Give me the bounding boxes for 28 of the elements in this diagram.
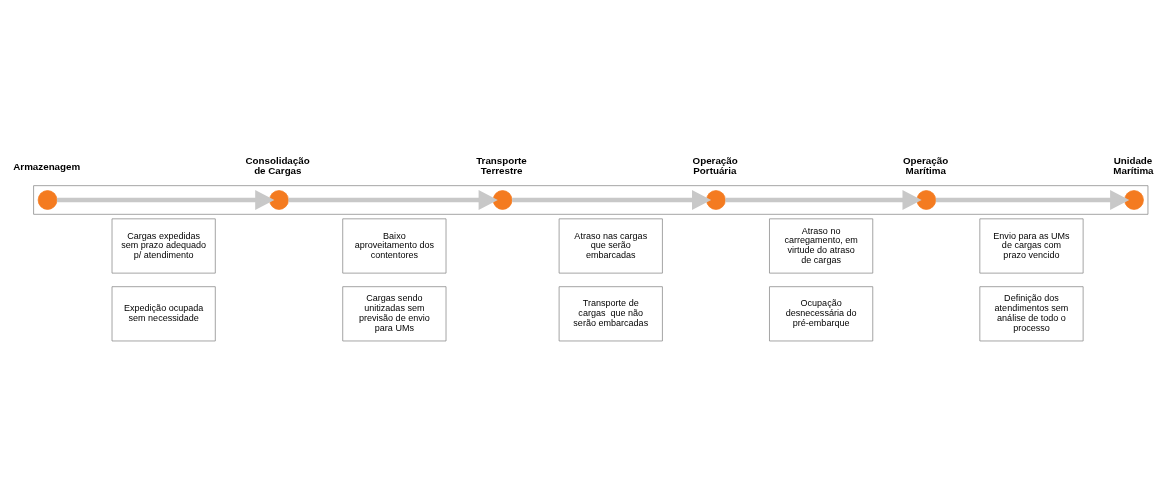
node-box: Ocupação desnecessária do pré-embarque bbox=[769, 286, 874, 342]
node-circle bbox=[916, 190, 937, 210]
arrow bbox=[725, 189, 922, 211]
node-circle bbox=[1124, 190, 1144, 210]
node-box: Definição dos atendimentos sem análise de todo o processo bbox=[979, 286, 1084, 342]
arrow bbox=[57, 189, 275, 211]
node-label: Operação Portuária bbox=[692, 155, 738, 176]
node-box: Transporte de cargas que não serão embarcadas bbox=[558, 286, 663, 342]
node-box: Atraso no carregamento, em virtude do atraso de cargas bbox=[769, 218, 874, 274]
node-box: Atraso nas cargas que serão embarcadas bbox=[558, 218, 663, 274]
node-box: Baixo aproveitamento dos contentores bbox=[342, 218, 447, 274]
node-label: Operação Marítima bbox=[902, 155, 949, 176]
node-label: Unidade Marítima bbox=[1113, 155, 1154, 176]
arrow bbox=[288, 189, 498, 211]
node-box: Cargas sendo unitizadas sem previsão de envio para UMs bbox=[342, 286, 447, 342]
arrow bbox=[935, 189, 1130, 211]
node-box: Expedição ocupada sem necessidade bbox=[111, 286, 216, 342]
node-circle bbox=[492, 190, 513, 210]
node-circle bbox=[37, 190, 58, 210]
arrow bbox=[512, 189, 712, 211]
node-box: Cargas expedidas sem prazo adequado p/ atendimento bbox=[111, 218, 216, 274]
node-circle bbox=[269, 190, 289, 210]
cluster bbox=[33, 185, 1149, 215]
node-label: Transporte Terrestre bbox=[476, 155, 527, 176]
node-box: Envio para as UMs de cargas com prazo vencido bbox=[979, 218, 1084, 274]
node-circle bbox=[706, 190, 726, 210]
node-label: Consolidação de Cargas bbox=[245, 155, 310, 176]
node-label: Armazenagem bbox=[13, 161, 81, 173]
